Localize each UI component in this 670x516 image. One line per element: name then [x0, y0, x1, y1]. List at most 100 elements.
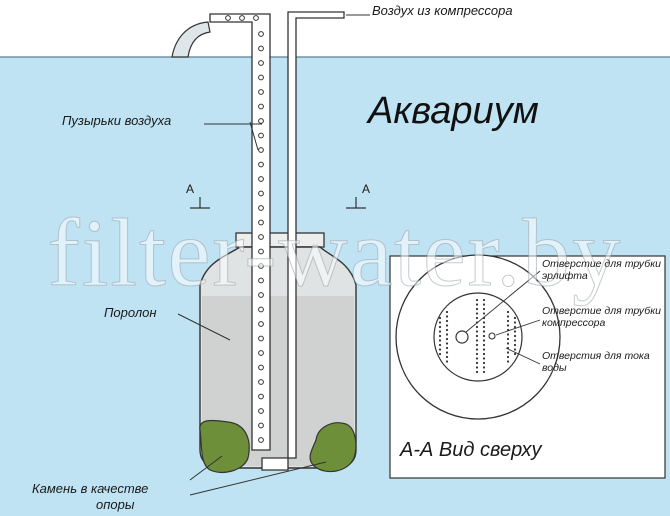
water-hole	[482, 312, 486, 315]
water-hole	[506, 355, 510, 359]
water-hole	[506, 310, 510, 314]
top-view-title: А-А Вид сверху	[400, 439, 542, 461]
airlift-hole	[455, 330, 469, 344]
air-bubble	[258, 379, 264, 385]
water-hole	[482, 330, 486, 333]
air-bubble	[258, 277, 264, 284]
stone-label-line1: Камень в качестве	[32, 481, 149, 496]
water-hole	[445, 319, 449, 323]
outflow-spout	[171, 21, 211, 58]
water-hole	[506, 333, 510, 336]
water-hole	[438, 330, 442, 333]
water-hole	[438, 321, 442, 324]
air-bubble	[258, 205, 264, 211]
aquarium-title: Аквариум	[368, 90, 539, 132]
water-hole	[438, 352, 442, 356]
air-bubble	[258, 219, 264, 226]
water-hole	[513, 352, 517, 356]
section-marker-left	[190, 197, 210, 209]
water-hole	[475, 339, 479, 342]
water-hole	[513, 321, 517, 324]
foam-filter	[202, 296, 354, 466]
water-hole	[475, 366, 479, 369]
air-bubbles	[225, 15, 264, 443]
air-bubble	[258, 292, 264, 298]
water-hole	[482, 357, 486, 360]
water-hole	[482, 348, 486, 351]
air-bubble	[258, 422, 264, 429]
water-hole	[482, 361, 486, 365]
section-marker-right-label: А	[362, 182, 371, 196]
water-hole	[513, 343, 517, 347]
compressor-tube	[261, 11, 345, 471]
water-hole	[445, 342, 449, 345]
air-bubble	[258, 306, 264, 313]
air-bubble	[258, 89, 264, 95]
top-view-panel	[389, 254, 666, 479]
water-hole	[438, 325, 442, 329]
air-bubble	[258, 350, 264, 356]
foam-label: Поролон	[104, 305, 157, 320]
water-hole	[445, 360, 449, 363]
water-hole	[445, 355, 449, 359]
water-hole	[513, 334, 517, 338]
water-hole	[438, 343, 442, 347]
water-hole	[438, 348, 442, 351]
air-bubble	[239, 15, 245, 21]
air-bubble	[258, 393, 264, 400]
air-bubble	[258, 176, 264, 182]
bubbles-label: Пузырьки воздуха	[62, 113, 172, 128]
water-hole	[482, 366, 486, 369]
water-hole	[513, 339, 517, 342]
water-hole	[482, 352, 486, 356]
water-hole	[506, 324, 510, 327]
water-hole	[475, 330, 479, 333]
air-bubble	[258, 364, 264, 371]
water-hole	[445, 310, 449, 314]
air-bubble	[225, 15, 231, 21]
water-hole	[438, 316, 442, 320]
water-hole	[513, 348, 517, 351]
support-stone-left	[199, 419, 250, 473]
water-hole	[482, 334, 486, 338]
water-hole	[482, 321, 486, 324]
water-hole	[475, 357, 479, 360]
water-hole	[513, 316, 517, 320]
air-bubble	[258, 45, 264, 52]
water-hole	[438, 334, 442, 338]
water-hole	[482, 339, 486, 342]
water-hole	[445, 315, 449, 318]
air-bubble	[258, 147, 264, 153]
water-hole	[475, 352, 479, 356]
water-hole	[475, 334, 479, 338]
water-hole	[506, 315, 510, 318]
water-hole	[475, 298, 479, 302]
air-bubble	[258, 234, 264, 240]
water-hole	[475, 325, 479, 329]
water-hole	[475, 348, 479, 351]
water-hole	[445, 346, 449, 350]
air-bubble	[258, 335, 264, 342]
water-hole	[482, 343, 486, 347]
air-bubble	[253, 15, 259, 21]
compressor-label: Воздух из компрессора	[372, 3, 513, 18]
water-hole	[445, 324, 449, 327]
water-hole	[475, 361, 479, 365]
air-bubble	[258, 103, 264, 110]
water-hole	[513, 330, 517, 333]
water-hole	[475, 312, 479, 315]
support-stone-right	[309, 422, 357, 473]
compressor-hole-label: Отверстие для трубки компрессора	[542, 305, 661, 330]
air-bubble	[258, 321, 264, 327]
section-marker-left-label: А	[186, 182, 195, 196]
water-flow-holes	[438, 298, 517, 374]
air-bubble	[258, 161, 264, 168]
air-bubble	[258, 437, 264, 443]
compressor-hole	[488, 332, 496, 340]
water-hole	[482, 307, 486, 311]
air-bubble	[258, 248, 264, 255]
water-hole	[506, 342, 510, 345]
water-hole	[482, 298, 486, 302]
water-hole	[445, 333, 449, 336]
